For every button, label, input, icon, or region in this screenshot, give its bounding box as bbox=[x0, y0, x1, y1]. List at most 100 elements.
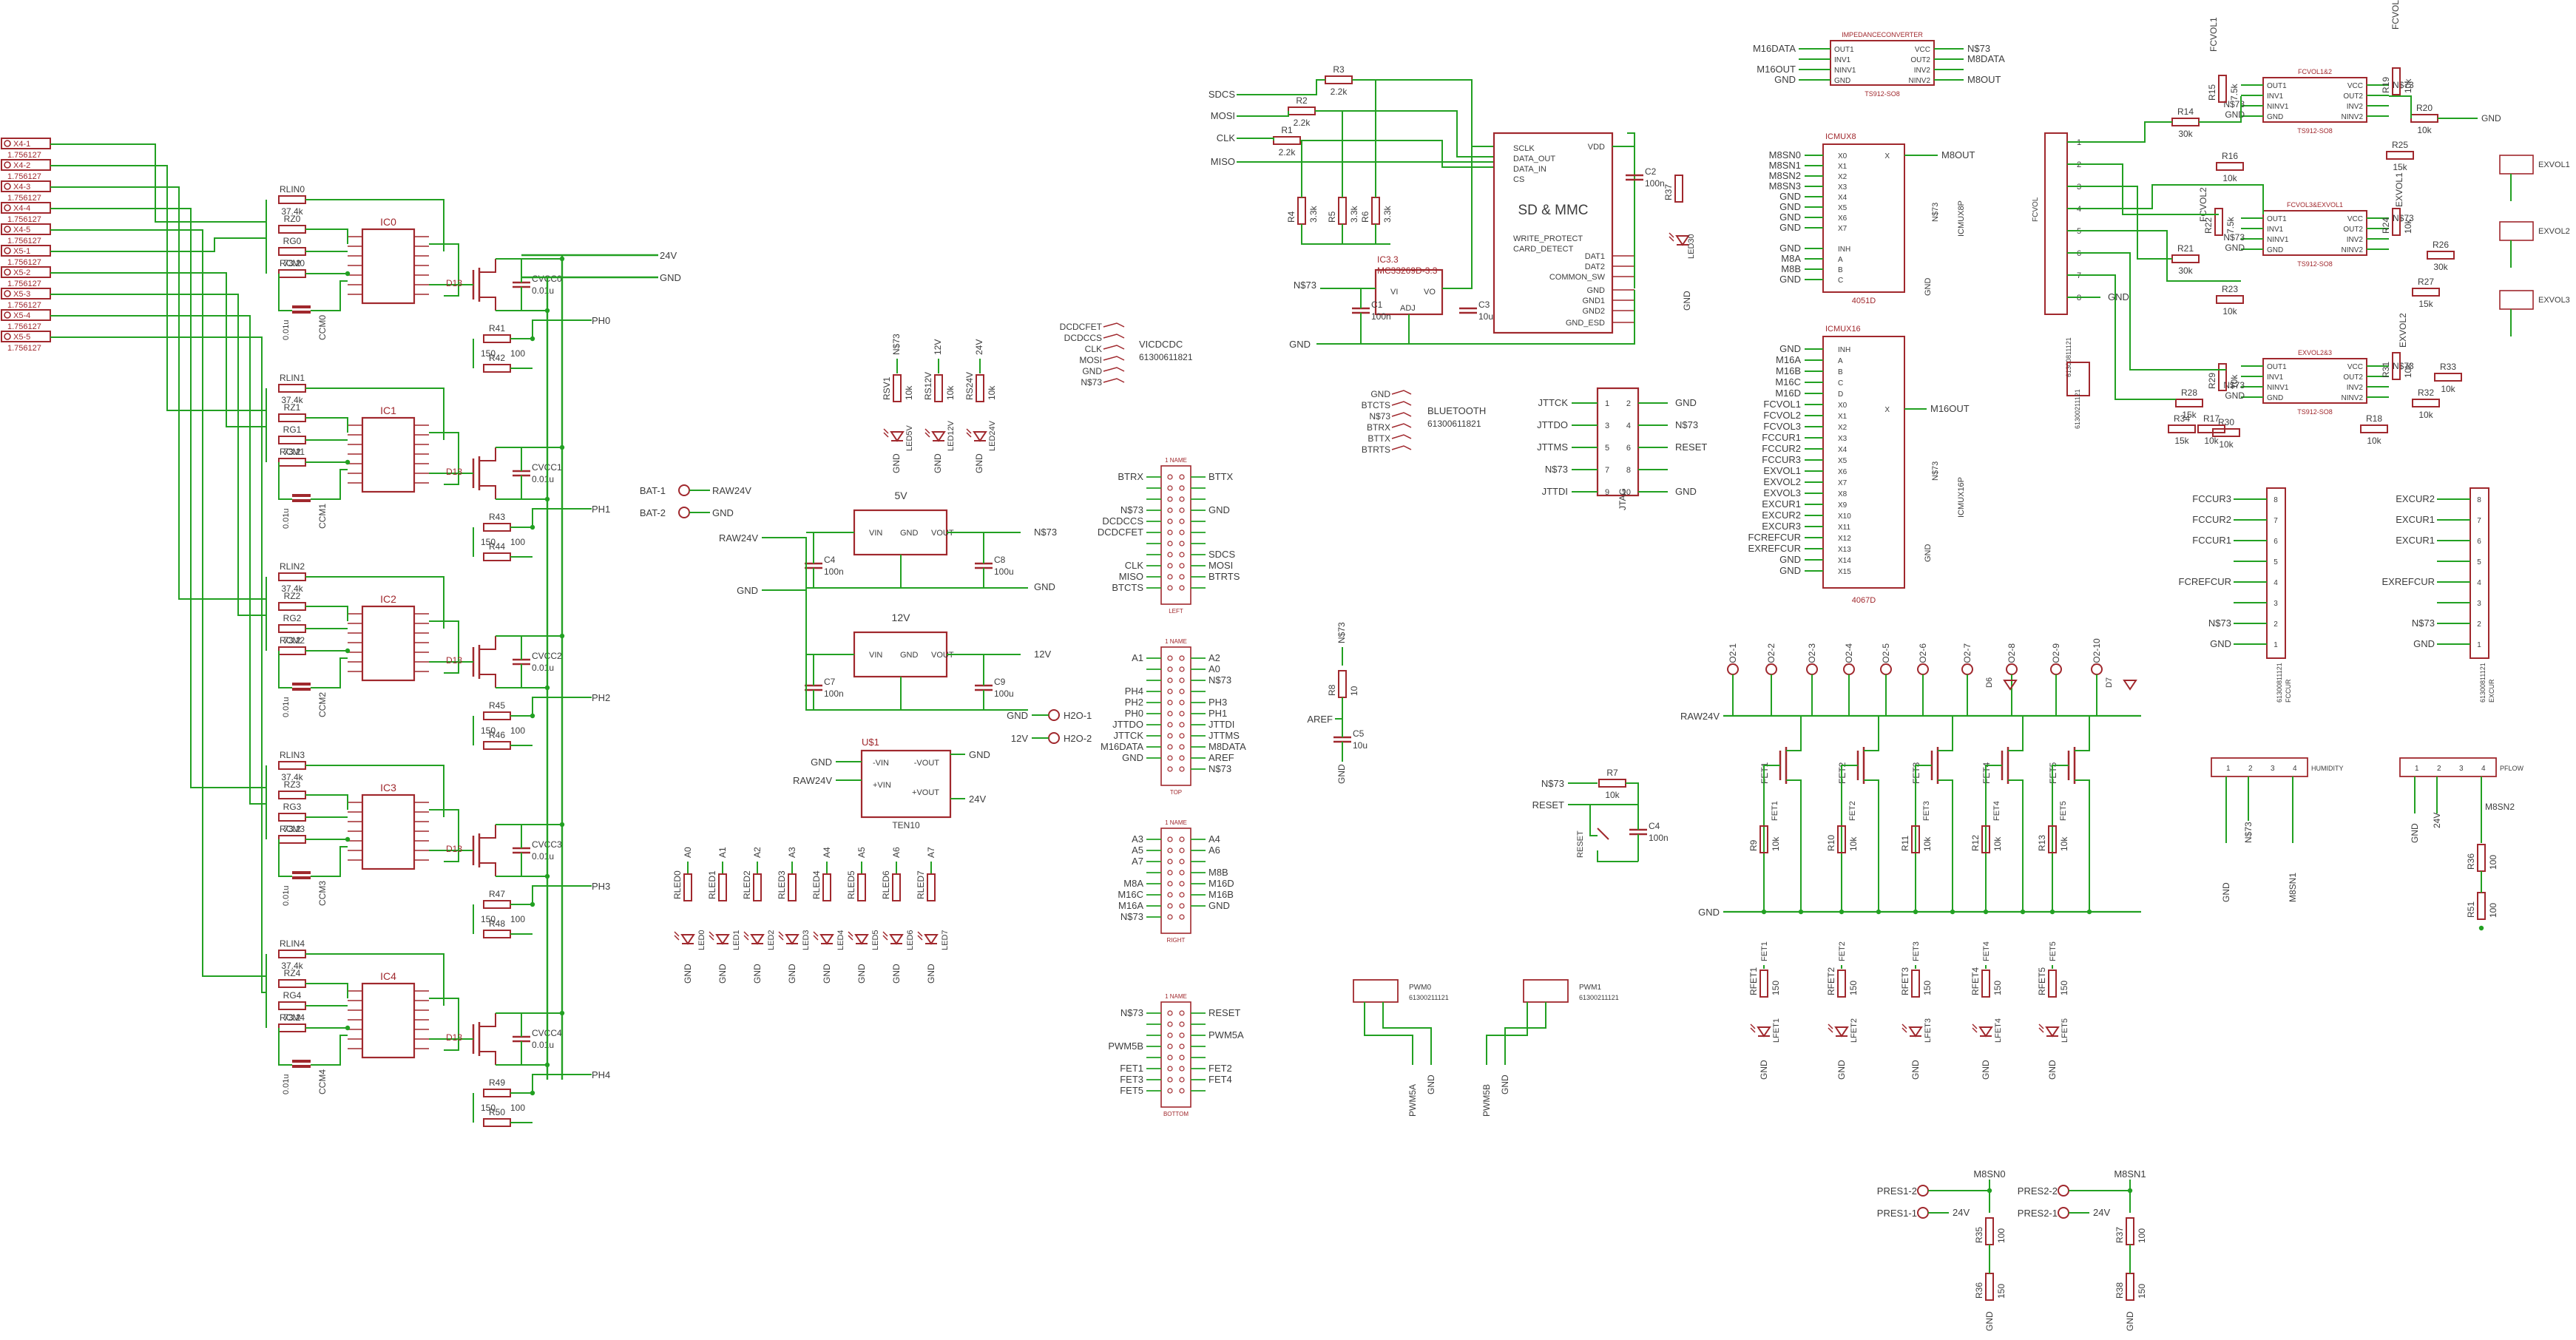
led-ray bbox=[848, 935, 853, 941]
resistor-value: 10k bbox=[987, 385, 997, 400]
net-label: N$73 bbox=[1034, 527, 1057, 538]
gnd-label: GND bbox=[1034, 581, 1055, 592]
capacitor-value: 100n bbox=[824, 688, 844, 699]
net-label: FCVOL2 bbox=[2198, 187, 2208, 222]
channel-wire bbox=[496, 664, 522, 688]
resistor-name: R29 bbox=[2207, 373, 2217, 389]
gnd-label: GND bbox=[1289, 339, 1311, 350]
header-pin-icon bbox=[1167, 518, 1173, 524]
net-label: GND bbox=[1779, 274, 1801, 285]
resistor-value: 10k bbox=[2417, 125, 2432, 135]
resistor-name: R32 bbox=[2418, 388, 2434, 398]
net-label: 24V bbox=[1953, 1207, 1970, 1218]
resistor bbox=[2477, 892, 2486, 920]
junction-dot bbox=[1987, 1188, 1992, 1194]
led-ray bbox=[1669, 232, 1674, 238]
capacitor-value: 0.01u bbox=[532, 285, 554, 296]
header-net-label: M16D bbox=[1208, 878, 1234, 889]
conn-pin: 1 bbox=[2274, 641, 2278, 649]
capacitor-value: 100u bbox=[994, 566, 1014, 577]
resistor bbox=[927, 873, 936, 901]
vicdcdc-pin-label: CLK bbox=[1085, 344, 1102, 354]
connector-pin-name: X4-2 bbox=[13, 161, 30, 170]
mux-pin: D bbox=[1838, 390, 1843, 399]
resistor-value: 150 bbox=[1771, 981, 1781, 995]
a-led-icon bbox=[785, 934, 799, 945]
led-name: LFET5 bbox=[2061, 1018, 2069, 1043]
connector-pin-name: X4-3 bbox=[13, 183, 30, 192]
wire bbox=[1864, 779, 1879, 912]
header-net-label: M16B bbox=[1208, 889, 1234, 900]
wire bbox=[2100, 274, 2176, 400]
led-ray bbox=[882, 935, 888, 941]
jtag-net-label: JTTDO bbox=[1537, 419, 1568, 430]
ic-title: IMPEDANCECONVERTER bbox=[1842, 31, 1923, 38]
net-label: N$73 bbox=[2223, 99, 2245, 109]
fet-led-icon bbox=[2045, 1026, 2060, 1038]
resistor-value: 73.2 bbox=[283, 1012, 301, 1023]
wire bbox=[1786, 779, 1802, 912]
jtag-pin: 5 bbox=[1605, 444, 1609, 453]
sd-card-body bbox=[1492, 132, 1614, 334]
bt-part: 61300611821 bbox=[1427, 419, 1481, 429]
transistor-lead bbox=[479, 636, 496, 650]
resistor-name: R4 bbox=[1286, 211, 1297, 223]
ccm-value: 0.01u bbox=[282, 697, 291, 717]
led-ray bbox=[1828, 1023, 1833, 1029]
jtag-net-label: JTTCK bbox=[1538, 397, 1569, 408]
header-net-label: BTRX bbox=[1118, 471, 1143, 482]
opamp-pin: INV1 bbox=[2267, 92, 2284, 101]
capacitor-name: C4 bbox=[1649, 821, 1660, 831]
a-led-icon bbox=[680, 934, 695, 945]
mux-pin: X9 bbox=[1838, 501, 1848, 510]
net-label: EXVOL2 bbox=[2398, 313, 2408, 348]
resistor-value: 100 bbox=[510, 348, 525, 359]
fet-net-label: FET1 bbox=[1760, 941, 1769, 961]
header-pin-icon bbox=[1167, 755, 1173, 761]
header-net-label: PH1 bbox=[1208, 708, 1227, 719]
gnd-label: GND bbox=[2047, 1060, 2058, 1080]
net-label: GND bbox=[1007, 710, 1028, 721]
opamp-pin: VCC bbox=[2347, 363, 2363, 371]
header-pin-icon bbox=[1167, 552, 1173, 558]
header-pin-icon bbox=[1179, 563, 1185, 569]
net-label: GND bbox=[2210, 638, 2231, 649]
resistor-value: 100 bbox=[1996, 1228, 2007, 1243]
fet-gate-label: FET2 bbox=[1848, 801, 1857, 821]
led-ray bbox=[1750, 1027, 1756, 1033]
bt-label: BLUETOOTH bbox=[1427, 405, 1486, 416]
opamp-pin: OUT1 bbox=[2267, 215, 2287, 223]
channel-wire bbox=[496, 476, 522, 500]
junction-dot bbox=[530, 524, 535, 530]
jtag-net-label: RESET bbox=[1675, 441, 1707, 453]
opamp-pin: INV2 bbox=[2347, 103, 2364, 111]
resistor-name: R22 bbox=[2203, 217, 2214, 234]
vicdcdc-pin-label: GND bbox=[1082, 366, 1102, 376]
capacitor-value: 0.01u bbox=[532, 1040, 554, 1050]
led-ray bbox=[883, 428, 889, 434]
channel-wire bbox=[510, 319, 592, 339]
resistor-name: R14 bbox=[2177, 106, 2194, 117]
card-pin-label: DATA_OUT bbox=[1513, 155, 1555, 163]
ic-pin: NINV1 bbox=[1834, 67, 1856, 75]
resistor-name: RLED7 bbox=[916, 870, 926, 899]
pin-hole-icon bbox=[4, 183, 11, 190]
resistor-value: 73.2 bbox=[283, 824, 301, 834]
jtag-net-label: N$73 bbox=[1675, 419, 1698, 430]
opamp-part: TS912-SO8 bbox=[2297, 260, 2333, 268]
resistor bbox=[2386, 151, 2414, 160]
resistor-value: 2.2k bbox=[1279, 147, 1297, 158]
net-label: FCVOL3 bbox=[2390, 0, 2401, 30]
header-pin-icon bbox=[1167, 722, 1173, 728]
mux-pin: X5 bbox=[1838, 204, 1848, 212]
converter-name: U$1 bbox=[862, 737, 879, 748]
vicdcdc-pin-label: DCDCCS bbox=[1064, 333, 1102, 343]
opamp-pin: GND bbox=[2267, 246, 2283, 254]
regulator-part: MC33269D-3.3 bbox=[1377, 265, 1438, 276]
resistor-name: R13 bbox=[2037, 835, 2047, 851]
card-pin-label: GND1 bbox=[1582, 297, 1605, 305]
led-ray bbox=[917, 931, 923, 937]
wire bbox=[1786, 716, 1802, 751]
io-label: IO2-4 bbox=[1844, 643, 1854, 666]
resistor-value: 73.2 bbox=[283, 447, 301, 457]
